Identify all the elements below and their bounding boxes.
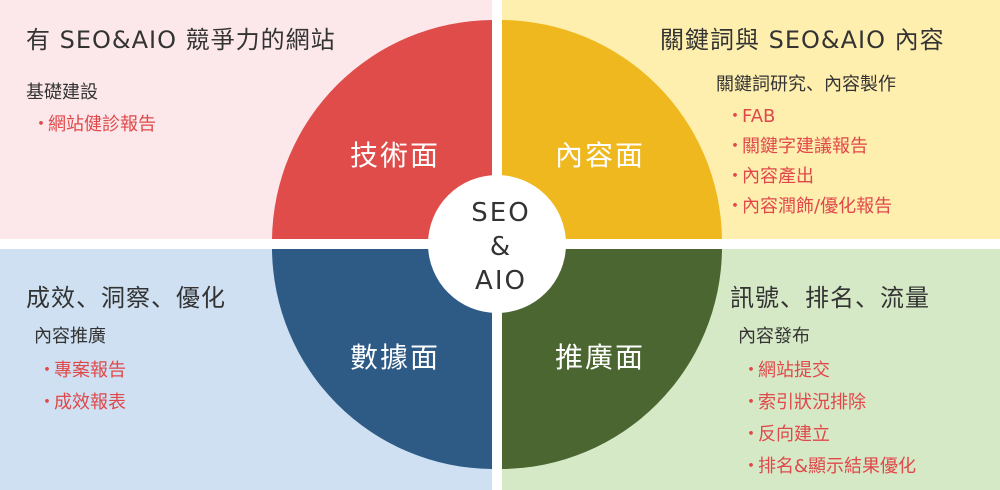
slice-data [272, 249, 492, 469]
promotion-item: ・索引狀況排除 [742, 392, 866, 413]
promotion-item: ・反向建立 [742, 424, 830, 445]
face-label-promotion: 推廣面 [555, 341, 646, 374]
face-label-content: 內容面 [555, 139, 646, 172]
face-label-technical: 技術面 [350, 139, 441, 172]
face-label-data: 數據面 [350, 341, 441, 374]
content-subtitle: 關鍵詞研究、內容製作 [716, 74, 896, 95]
data-item: ・專案報告 [38, 360, 126, 381]
slice-content [502, 20, 722, 239]
technical-title: 有 SEO&AIO 競爭力的網站 [26, 26, 336, 54]
slice-technical [272, 20, 492, 239]
center-label: SEO & AIO [432, 196, 570, 298]
slice-promotion [502, 249, 722, 469]
center-circle [428, 175, 566, 313]
center-line-aio: AIO [475, 266, 527, 296]
technical-subtitle: 基礎建設 [26, 82, 98, 103]
center-line-seo: SEO [471, 198, 531, 228]
content-item: ・FAB [726, 106, 776, 127]
promotion-title: 訊號、排名、流量 [730, 284, 930, 312]
content-item: ・關鍵字建議報告 [726, 136, 868, 157]
data-item: ・成效報表 [38, 392, 126, 413]
center-line-amp: & [489, 232, 513, 262]
content-item: ・內容潤飾/優化報告 [726, 196, 893, 217]
promotion-item: ・排名&顯示結果優化 [742, 456, 917, 477]
data-title: 成效、洞察、優化 [26, 284, 226, 312]
content-title: 關鍵詞與 SEO&AIO 內容 [660, 26, 945, 54]
technical-item: ・網站健診報告 [32, 114, 156, 135]
promotion-item: ・網站提交 [742, 360, 830, 381]
content-item: ・內容產出 [726, 166, 814, 187]
data-subtitle: 內容推廣 [34, 326, 106, 347]
promotion-subtitle: 內容發布 [738, 326, 810, 347]
